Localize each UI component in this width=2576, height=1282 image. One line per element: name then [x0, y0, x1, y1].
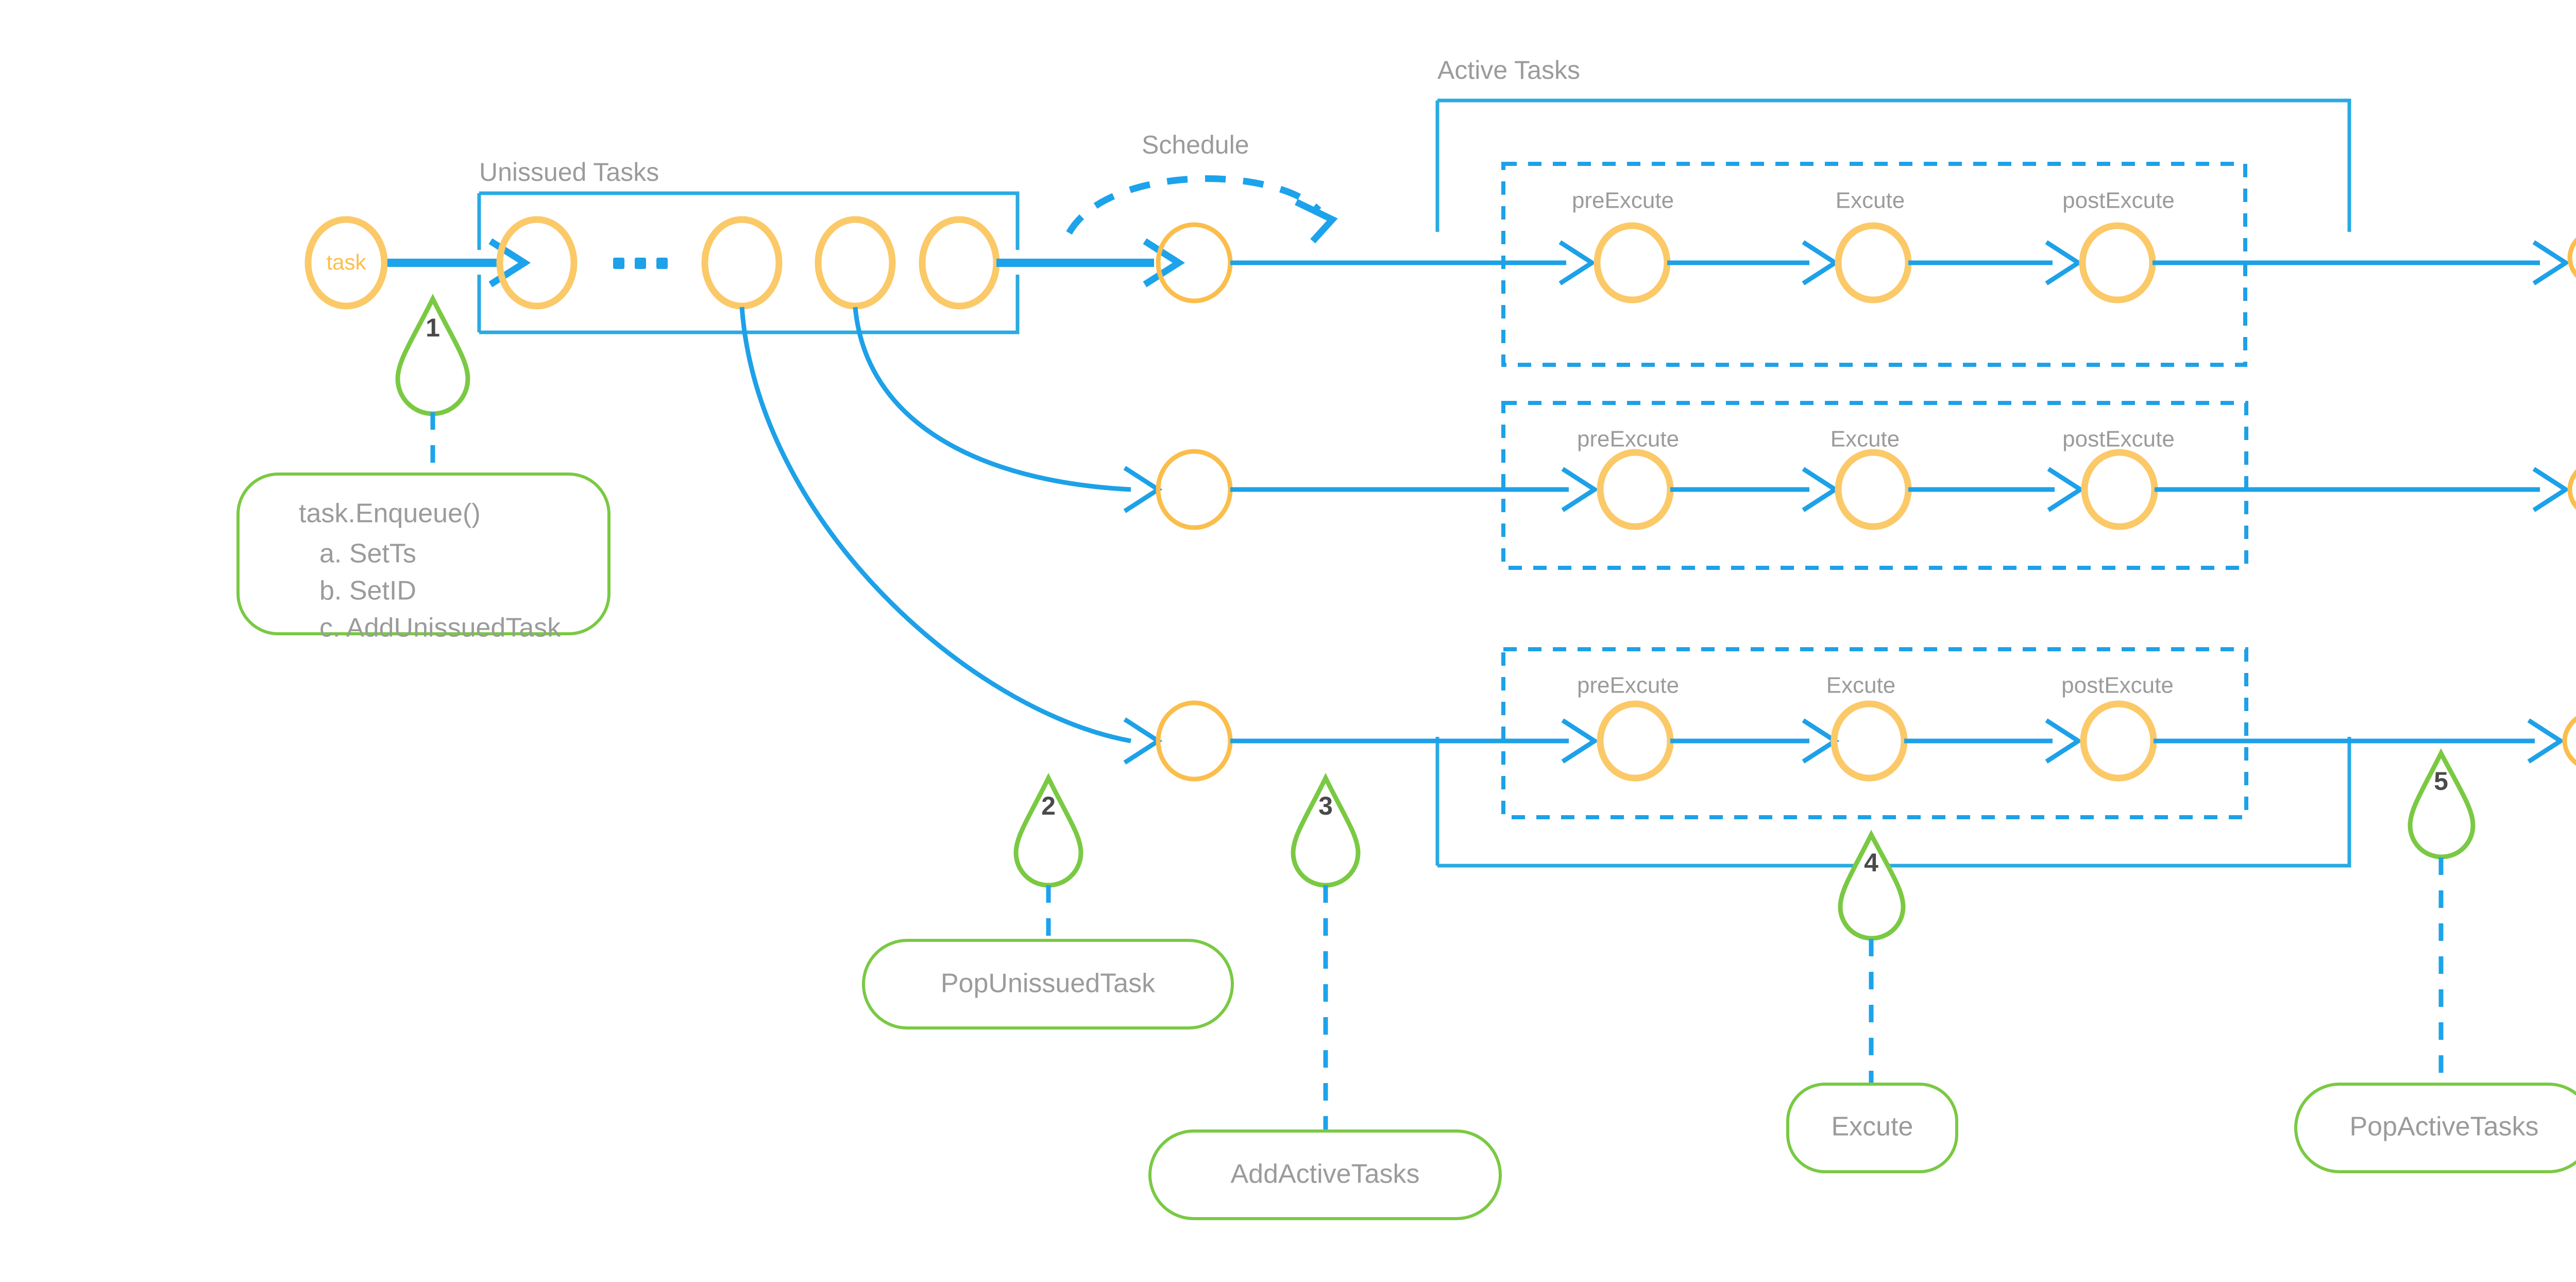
callout-pop-unissued-label: PopUnissuedTask — [941, 969, 1156, 999]
callout-excute-label: Excute — [1832, 1112, 1913, 1142]
arrow-row1-to-end — [2153, 240, 2570, 285]
marker-pin-2[interactable]: 2 — [1013, 772, 1083, 888]
schedule-node-row3[interactable] — [1156, 700, 1233, 782]
marker-number-2: 2 — [1041, 791, 1056, 820]
stage-node-exec-row2[interactable] — [1835, 449, 1912, 530]
callout-pop-active[interactable]: PopActiveTasks — [2294, 1083, 2576, 1173]
queue-ellipsis — [613, 258, 668, 269]
unissued-tasks-bracket — [477, 191, 1020, 334]
stage-label-pre-row3: preExcute — [1577, 673, 1679, 698]
marker-pin-1[interactable]: 1 — [395, 293, 470, 416]
arrow-row2-into-box — [1230, 467, 1599, 512]
stage-label-pre-row1: preExcute — [1572, 188, 1674, 213]
callout-enqueue-title: task.Enqueue() — [299, 499, 481, 529]
active-tasks-bracket — [1435, 98, 2351, 868]
arrow-pre-to-exec-row3 — [1670, 718, 1840, 764]
schedule-label: Schedule — [1142, 130, 1249, 159]
unissued-task-node-2[interactable] — [701, 216, 783, 310]
pipeline-dashed-box-row2 — [1501, 401, 2248, 570]
unissued-task-node-4[interactable] — [919, 216, 1000, 310]
arrow-exec-to-post-row3 — [1904, 718, 2083, 764]
marker-pin-4[interactable]: 4 — [1838, 830, 1906, 941]
arrow-pre-to-exec-row1 — [1667, 240, 1840, 285]
stage-node-post-row1[interactable] — [2079, 222, 2156, 303]
branch-curve-row3 — [739, 307, 1163, 765]
source-task-node[interactable]: task — [304, 216, 388, 310]
branch-curve-row2 — [853, 307, 1163, 513]
stage-label-exec-row3: Excute — [1826, 673, 1896, 698]
end-node-row2[interactable] — [2567, 458, 2576, 521]
pipeline-dashed-box-row3 — [1501, 647, 2248, 819]
marker-pin-5[interactable]: 5 — [2408, 748, 2476, 859]
stage-node-post-row3[interactable] — [2080, 700, 2157, 782]
arrow-row1-into-box — [1230, 240, 1597, 285]
stage-node-pre-row1[interactable] — [1594, 222, 1671, 303]
arrow-pre-to-exec-row2 — [1670, 467, 1840, 512]
stage-label-post-row3: postExcute — [2061, 673, 2174, 698]
unissued-task-node-3[interactable] — [815, 216, 896, 310]
marker-pin-3[interactable]: 3 — [1291, 772, 1361, 888]
callout-enqueue-step-b: b. SetID — [319, 576, 416, 606]
end-node-row3[interactable] — [2562, 709, 2576, 773]
arrow-row3-to-end — [2154, 718, 2565, 764]
stage-node-post-row2[interactable] — [2081, 449, 2158, 530]
callout-enqueue[interactable]: task.Enqueue() a. SetTs b. SetID c. AddU… — [236, 473, 611, 643]
callout-enqueue-step-a: a. SetTs — [319, 539, 416, 569]
callout-excute[interactable]: Excute — [1786, 1083, 1958, 1173]
stage-node-exec-row3[interactable] — [1831, 700, 1908, 782]
callout-add-active[interactable]: AddActiveTasks — [1148, 1129, 1502, 1220]
schedule-node-row1[interactable] — [1156, 222, 1233, 303]
schedule-node-row2[interactable] — [1156, 449, 1233, 530]
stage-node-pre-row2[interactable] — [1597, 449, 1674, 530]
stage-label-post-row1: postExcute — [2062, 188, 2175, 213]
unissued-task-node-1[interactable] — [496, 216, 578, 310]
callout-enqueue-step-c: c. AddUnissuedTask — [319, 613, 561, 643]
stage-label-exec-row2: Excute — [1831, 427, 1900, 452]
arrow-row3-into-box — [1230, 718, 1599, 764]
stage-label-exec-row1: Excute — [1836, 188, 1905, 213]
stage-label-post-row2: postExcute — [2062, 427, 2175, 452]
stage-node-pre-row3[interactable] — [1597, 700, 1674, 782]
callout-pop-unissued[interactable]: PopUnissuedTask — [862, 939, 1234, 1030]
source-task-label: task — [326, 250, 366, 274]
callout-add-active-label: AddActiveTasks — [1230, 1159, 1419, 1189]
stage-node-exec-row1[interactable] — [1835, 222, 1912, 303]
schedule-arc — [1066, 175, 1338, 244]
arrow-queue-to-schedule — [996, 238, 1185, 288]
end-node-row1[interactable] — [2567, 226, 2576, 290]
callout-pop-active-label: PopActiveTasks — [2349, 1112, 2538, 1142]
stage-label-pre-row2: preExcute — [1577, 427, 1679, 452]
marker-number-5: 5 — [2434, 767, 2448, 796]
arrow-exec-to-post-row1 — [1908, 240, 2083, 285]
marker-number-3: 3 — [1318, 791, 1333, 820]
arrow-row2-to-end — [2155, 467, 2570, 512]
arrow-exec-to-post-row2 — [1908, 467, 2085, 512]
active-tasks-label: Active Tasks — [1437, 56, 1580, 85]
marker-number-1: 1 — [426, 313, 440, 342]
unissued-tasks-label: Unissued Tasks — [479, 158, 659, 187]
marker-number-4: 4 — [1864, 848, 1878, 877]
